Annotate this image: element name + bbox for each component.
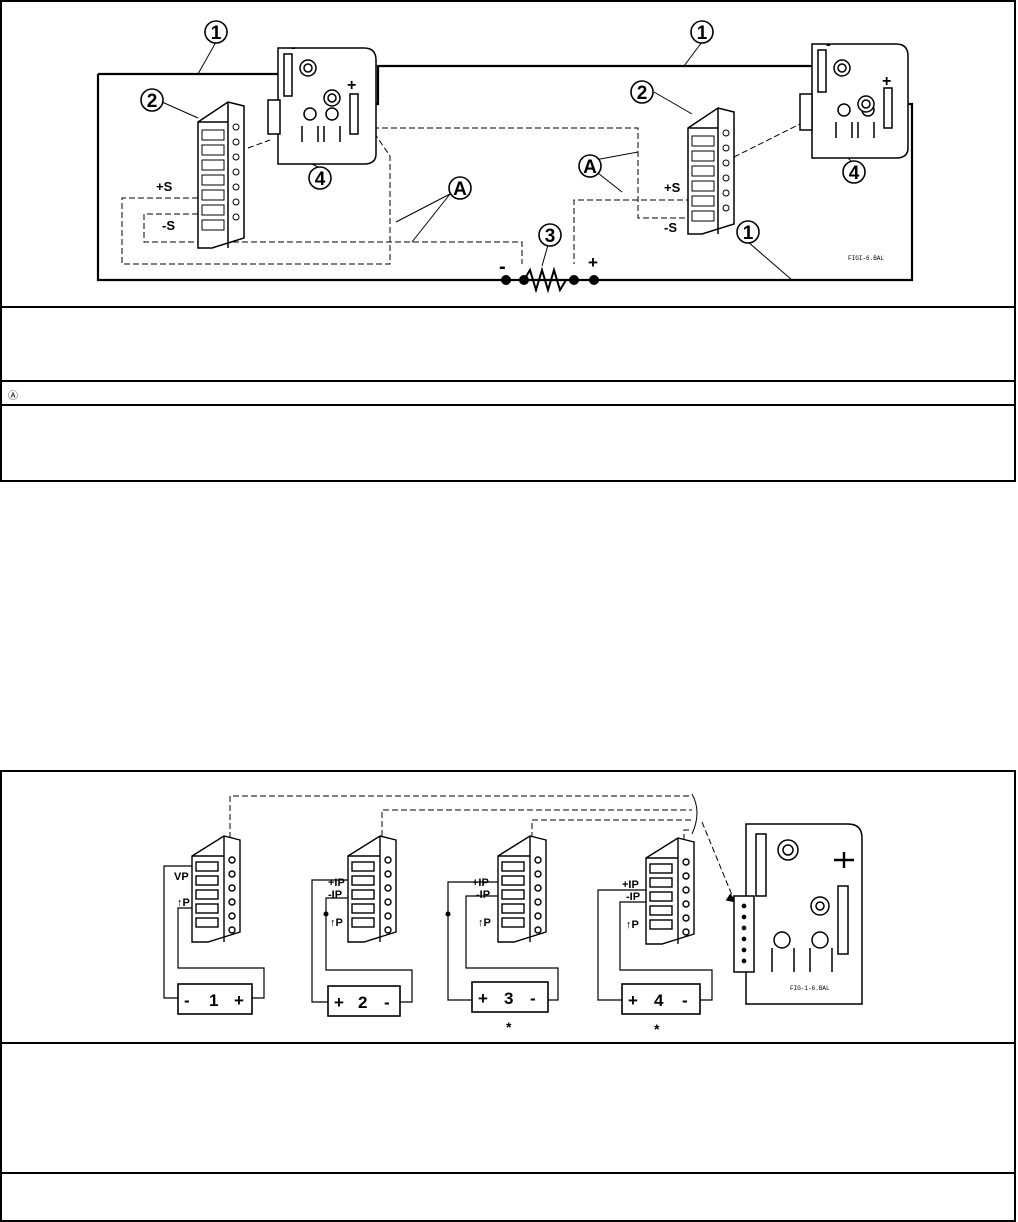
callout-a: A xyxy=(453,179,467,200)
terminal-block-icon xyxy=(687,107,735,235)
plus-ip-label-4: +IP xyxy=(622,879,639,891)
load-2-left: + xyxy=(334,993,344,1012)
load-4-num: 4 xyxy=(654,991,664,1010)
plus-label: + xyxy=(588,253,598,272)
module-board-icon xyxy=(799,43,909,159)
module-board-icon xyxy=(745,823,863,1005)
load-4-right: - xyxy=(682,991,688,1010)
terminal-block-icon xyxy=(645,837,695,945)
connector-icon xyxy=(733,895,755,973)
load-2-right: - xyxy=(384,993,390,1012)
divider xyxy=(2,404,1016,406)
load-3-left: + xyxy=(478,989,488,1008)
vp-label-4: ↑P xyxy=(626,919,639,931)
minus-s-label: -S xyxy=(162,218,175,233)
series-wiring-diagram: - + +S xyxy=(96,20,914,294)
terminal-block-icon xyxy=(191,835,241,943)
callout-2b: 2 xyxy=(637,83,648,104)
load-1-num: 1 xyxy=(209,991,218,1010)
board-minus-label: - xyxy=(291,39,296,55)
callout-1b: 1 xyxy=(697,23,708,44)
load-1-left: - xyxy=(184,991,190,1010)
ip-label: ↑P xyxy=(177,897,190,909)
board-plus-label-2: + xyxy=(882,73,891,90)
load-4-left: + xyxy=(628,991,638,1010)
divider xyxy=(2,1042,1016,1044)
divider xyxy=(2,380,1016,382)
vp-label-2: ↑P xyxy=(330,917,343,929)
load-3-right: - xyxy=(530,989,536,1008)
vp-label: VP xyxy=(174,871,189,883)
board-plus-label: + xyxy=(347,77,356,94)
asterisk-3: * xyxy=(506,1019,512,1035)
plus-ip-label: +IP xyxy=(328,877,345,889)
key-symbol: Ⓐ xyxy=(8,391,18,402)
plus-s-label: +S xyxy=(156,179,173,194)
callout-a2: A xyxy=(583,157,597,178)
parallel-wiring-diagram: VP ↑P +IP -IP ↑P +IP -IP ↑P +IP -IP ↑P -… xyxy=(163,793,863,1037)
minus-s-label-2: -S xyxy=(664,220,677,235)
callout-2: 2 xyxy=(147,91,158,112)
minus-ip-label: -IP xyxy=(328,889,342,901)
vp-label-3: ↑P xyxy=(478,917,491,929)
plus-ip-label-3: +IP xyxy=(472,877,489,889)
asterisk-4: * xyxy=(654,1021,660,1037)
divider xyxy=(2,1172,1016,1174)
figure-panel-top: - + +S xyxy=(0,0,1016,482)
drawing-code-2: FIG-1-6.BAL xyxy=(790,985,830,992)
terminal-block-icon xyxy=(497,835,547,943)
callout-3: 3 xyxy=(545,226,556,247)
board-minus-label-2: - xyxy=(826,36,831,52)
load-2-num: 2 xyxy=(358,993,367,1012)
load-1-right: + xyxy=(234,991,244,1010)
figure-panel-bottom: VP ↑P +IP -IP ↑P +IP -IP ↑P +IP -IP ↑P -… xyxy=(0,770,1016,1222)
callout-4b: 4 xyxy=(849,163,860,184)
terminal-block-icon xyxy=(197,101,245,249)
minus-ip-label-4: -IP xyxy=(626,891,640,903)
module-board-icon xyxy=(267,47,377,165)
drawing-code: FIGI-6.BAL xyxy=(848,255,884,262)
minus-ip-label-3: -IP xyxy=(476,889,490,901)
load-3-num: 3 xyxy=(504,989,513,1008)
callout-4: 4 xyxy=(315,169,326,190)
minus-label: - xyxy=(499,256,506,278)
terminal-block-icon xyxy=(347,835,397,943)
plus-s-label-2: +S xyxy=(664,180,681,195)
callout-1c: 1 xyxy=(743,223,754,244)
resistor-icon xyxy=(501,244,599,294)
callout-1: 1 xyxy=(211,23,222,44)
divider xyxy=(2,306,1016,308)
